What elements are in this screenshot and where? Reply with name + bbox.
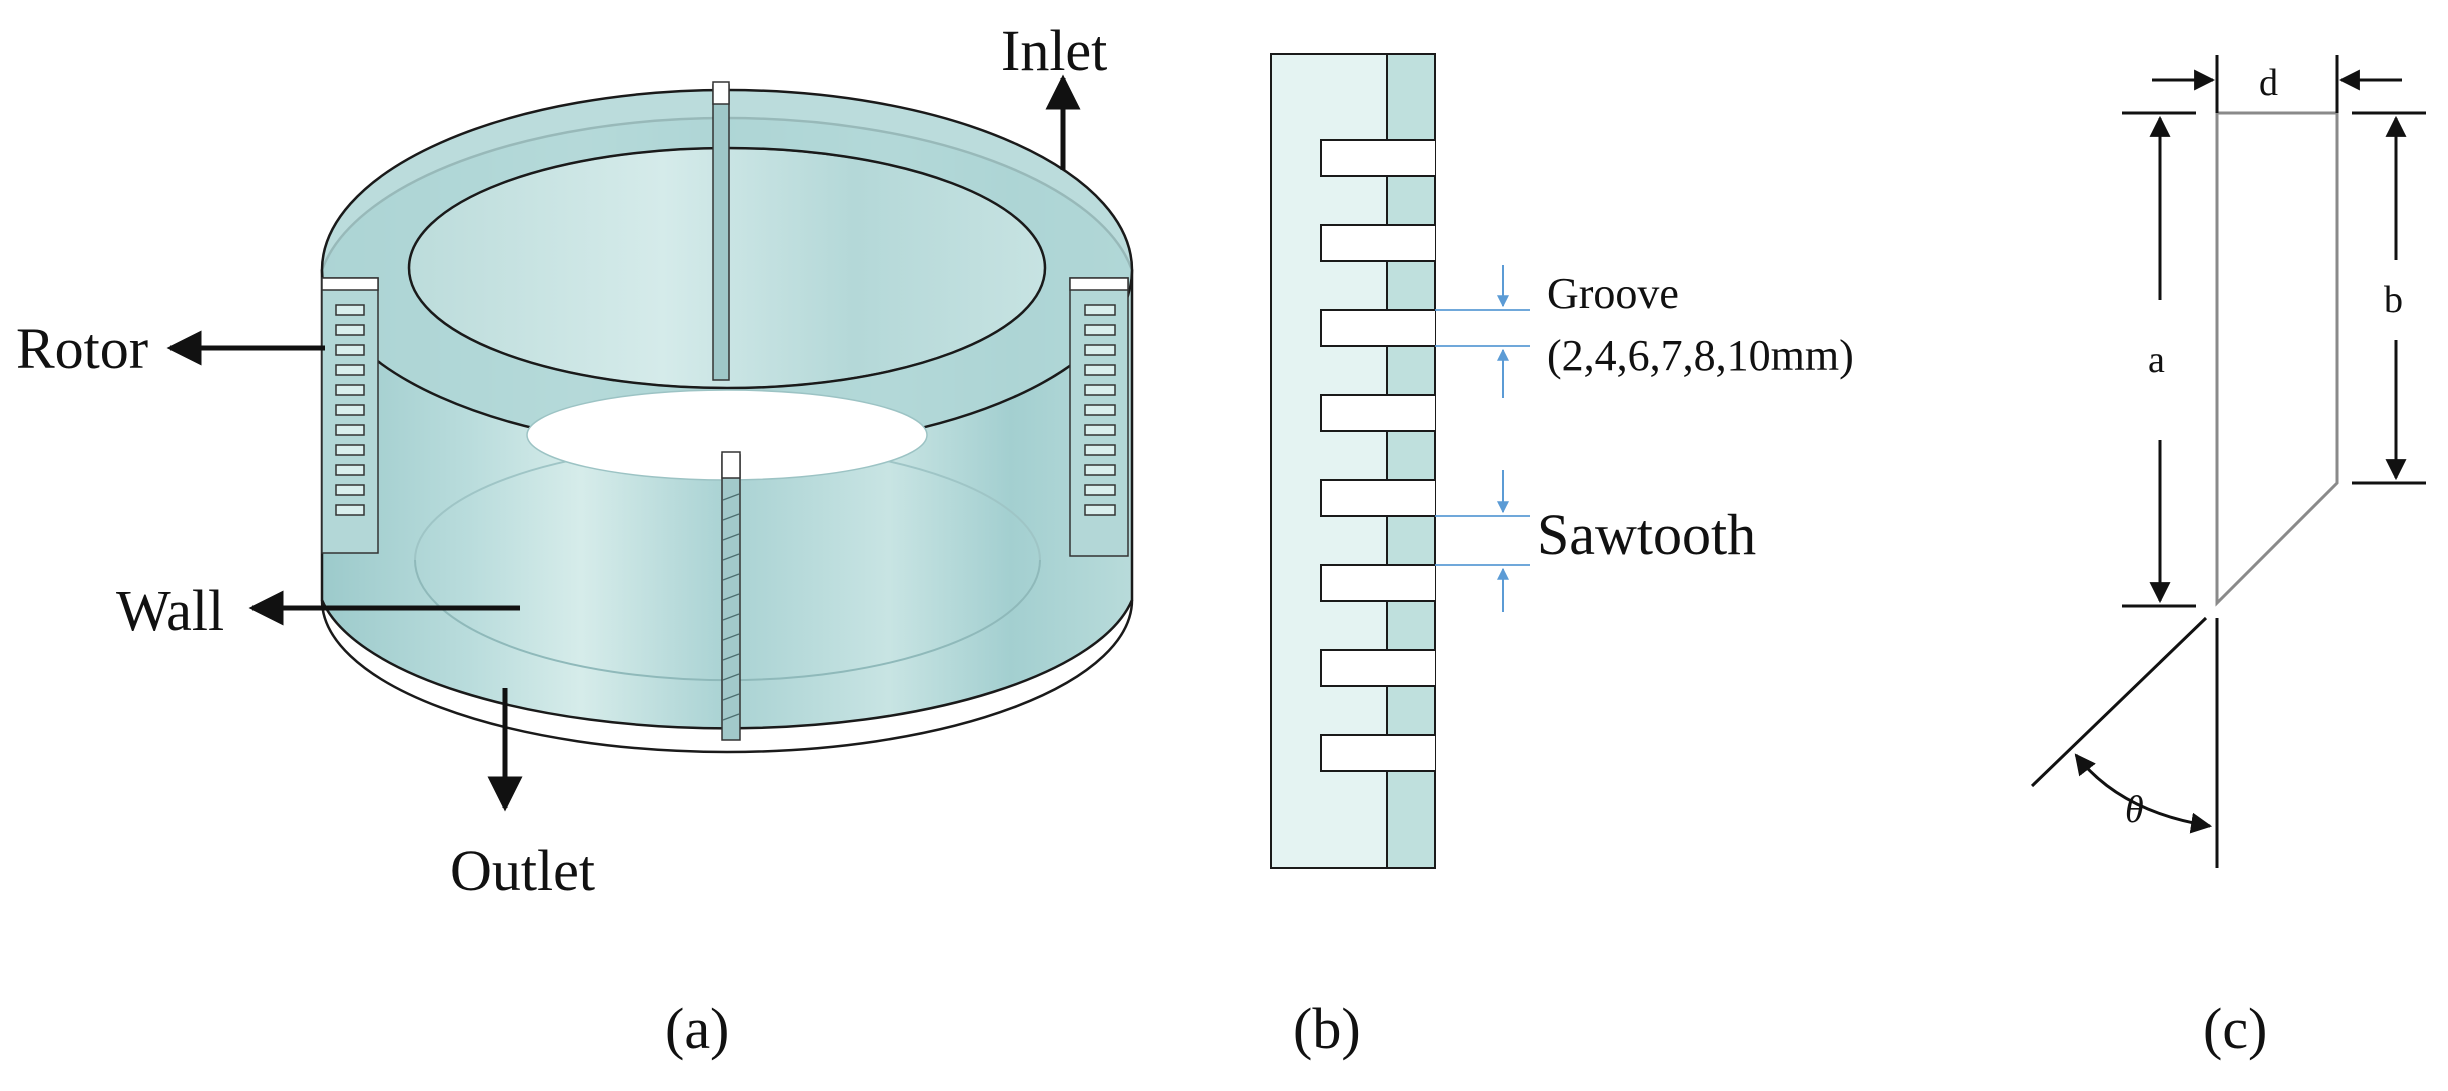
wall-label: Wall bbox=[116, 578, 224, 643]
ring-top-face bbox=[320, 88, 1134, 452]
panel-a-caption: (a) bbox=[665, 996, 729, 1061]
panel-b-sawtooth-profile: Groove (2,4,6,7,8,10mm) Sawtooth (b) bbox=[1270, 53, 1854, 1061]
panel-c-tooth-geometry: d a b θ (c) bbox=[2030, 55, 2426, 1061]
groove-sizes-label: (2,4,6,7,8,10mm) bbox=[1547, 331, 1854, 380]
dim-a-label: a bbox=[2148, 339, 2165, 381]
outlet-label: Outlet bbox=[450, 838, 595, 903]
rotor-blade-front-top bbox=[721, 451, 741, 479]
panel-b-caption: (b) bbox=[1293, 996, 1361, 1061]
rotor-label: Rotor bbox=[16, 316, 148, 381]
angle-slant-line bbox=[2030, 616, 2208, 788]
tooth-outline bbox=[2215, 111, 2339, 607]
sawtooth-label: Sawtooth bbox=[1537, 502, 1756, 567]
rotor-blade-back-top bbox=[712, 81, 730, 105]
angle-theta-label: θ bbox=[2125, 789, 2144, 831]
dim-d-label: d bbox=[2259, 62, 2278, 104]
ring-bottom-edge bbox=[320, 599, 1134, 754]
angle-arc bbox=[2074, 753, 2213, 834]
rotor-blade-right bbox=[1069, 277, 1129, 557]
rotor-blade-left bbox=[321, 277, 379, 554]
rotor-blade-front-hatching bbox=[722, 493, 740, 721]
panel-c-caption: (c) bbox=[2203, 996, 2267, 1061]
dim-b-label: b bbox=[2384, 279, 2403, 321]
rotor-blade-back bbox=[712, 84, 730, 381]
sawtooth-grooves bbox=[1320, 139, 1435, 772]
groove-label: Groove bbox=[1547, 269, 1679, 318]
sawtooth-tooth-column bbox=[1386, 53, 1436, 869]
sawtooth-extension-lines bbox=[1435, 309, 1530, 566]
inlet-label: Inlet bbox=[1001, 18, 1107, 83]
panel-a-ring-diagram: Inlet Rotor Wall Outlet (a) bbox=[16, 18, 1134, 1061]
